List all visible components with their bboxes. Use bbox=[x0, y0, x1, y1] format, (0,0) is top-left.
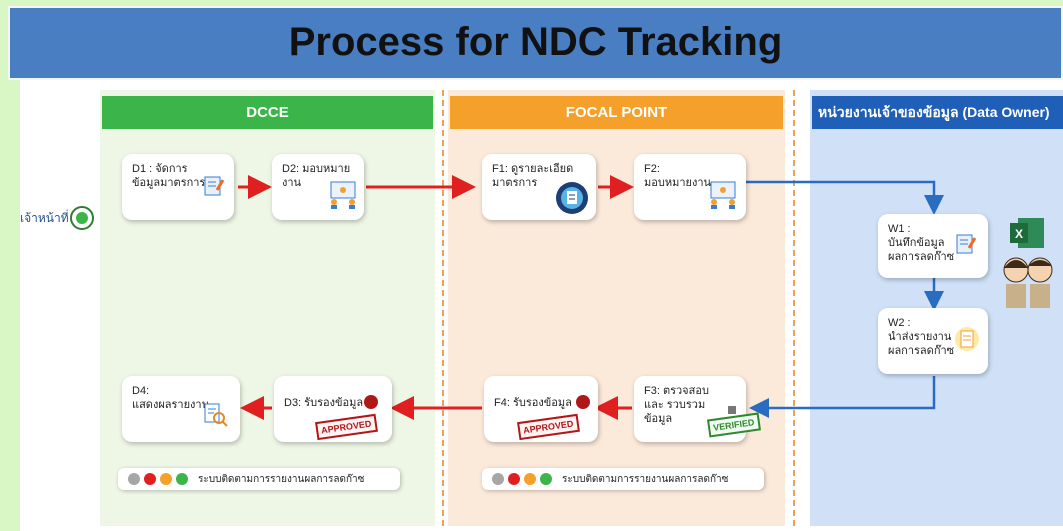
step-f4: F4: รับรองข้อมูล APPROVED bbox=[484, 376, 598, 442]
title-bar: Process for NDC Tracking bbox=[8, 6, 1063, 80]
step-f3-label: F3: ตรวจสอบ และ รวบรวม ข้อมูล bbox=[644, 385, 709, 425]
step-f3: F3: ตรวจสอบ และ รวบรวม ข้อมูล VERIFIED bbox=[634, 376, 761, 442]
status-legend-dcce: ระบบติดตามการรายงานผลการลดก๊าซ bbox=[118, 468, 400, 490]
team-assign-icon bbox=[330, 181, 356, 209]
status-dot-red bbox=[144, 473, 156, 485]
officers-avatar-icon bbox=[1003, 257, 1053, 308]
lane-focal-header: FOCAL POINT bbox=[450, 96, 783, 129]
status-legend-focal: ระบบติดตามการรายงานผลการลดก๊าซ bbox=[482, 468, 764, 490]
report-submit-icon bbox=[955, 327, 979, 351]
status-dot-gray bbox=[128, 473, 140, 485]
step-f2-label: F2: มอบหมายงาน bbox=[644, 163, 712, 189]
approval-stamp-icon bbox=[576, 395, 590, 409]
status-dot-green bbox=[176, 473, 188, 485]
step-d2-label: D2: มอบหมายงาน bbox=[282, 163, 351, 189]
legend-text: ระบบติดตามการรายงานผลการลดก๊าซ bbox=[198, 473, 365, 485]
flow-arrows bbox=[238, 175, 944, 420]
status-dot-red bbox=[508, 473, 520, 485]
step-d4-label: D4: แสดงผลรายงาน bbox=[132, 385, 210, 411]
step-d3: D3: รับรองข้อมูล APPROVED bbox=[274, 376, 392, 442]
diagram-canvas: เจ้าหน้าที่ DCCE FOCAL POINT หน่วยงานเจ้… bbox=[20, 80, 1063, 531]
step-d1: D1 : จัดการ ข้อมูลมาตรการ bbox=[122, 154, 234, 220]
lane-dcce-header: DCCE bbox=[102, 96, 433, 129]
step-w2-label: W2 : นำส่งรายงาน ผลการลดก๊าซ bbox=[888, 317, 955, 357]
step-d3-label: D3: รับรองข้อมูล bbox=[284, 397, 364, 409]
lane-divider bbox=[442, 90, 444, 526]
step-f2: F2: มอบหมายงาน bbox=[634, 154, 746, 220]
excel-icon: X bbox=[1010, 218, 1044, 248]
status-dot-green bbox=[540, 473, 552, 485]
approved-stamp: APPROVED bbox=[517, 413, 580, 441]
agency-seal-icon bbox=[69, 206, 94, 230]
page-title: Process for NDC Tracking bbox=[288, 20, 783, 64]
step-f1: F1: ดูรายละเอียด มาตรการ bbox=[482, 154, 596, 220]
status-dot-orange bbox=[524, 473, 536, 485]
team-assign-icon bbox=[710, 181, 736, 209]
step-f1-label: F1: ดูรายละเอียด มาตรการ bbox=[492, 163, 574, 189]
lane-owner-header: หน่วยงานเจ้าของข้อมูล (Data Owner) bbox=[812, 96, 1063, 129]
side-label-text: เจ้าหน้าที่ bbox=[20, 210, 69, 225]
step-f4-label: F4: รับรองข้อมูล bbox=[494, 397, 572, 409]
form-edit-icon bbox=[204, 176, 225, 196]
form-edit-icon bbox=[956, 234, 977, 254]
step-d4: D4: แสดงผลรายงาน bbox=[122, 376, 240, 442]
side-label: เจ้าหน้าที่ bbox=[20, 205, 95, 231]
status-dot-gray bbox=[492, 473, 504, 485]
report-search-icon bbox=[204, 403, 228, 427]
step-w2: W2 : นำส่งรายงาน ผลการลดก๊าซ bbox=[878, 308, 988, 374]
step-w1: W1 : บันทึกข้อมูล ผลการลดก๊าซ bbox=[878, 214, 988, 278]
approval-stamp-icon bbox=[364, 395, 378, 409]
arrow-w2-f3 bbox=[749, 376, 936, 418]
step-d1-label: D1 : จัดการ ข้อมูลมาตรการ bbox=[132, 163, 206, 189]
document-view-icon bbox=[556, 182, 588, 214]
step-w1-label: W1 : บันทึกข้อมูล ผลการลดก๊าซ bbox=[888, 223, 955, 263]
verify-stamp-icon bbox=[728, 406, 736, 414]
status-dot-orange bbox=[160, 473, 172, 485]
excel-letter: X bbox=[1015, 227, 1023, 241]
legend-text: ระบบติดตามการรายงานผลการลดก๊าซ bbox=[562, 473, 729, 485]
step-d2: D2: มอบหมายงาน bbox=[272, 154, 364, 220]
approved-stamp: APPROVED bbox=[315, 413, 378, 441]
arrow-f2-w1 bbox=[746, 180, 944, 215]
lane-divider bbox=[793, 90, 795, 526]
